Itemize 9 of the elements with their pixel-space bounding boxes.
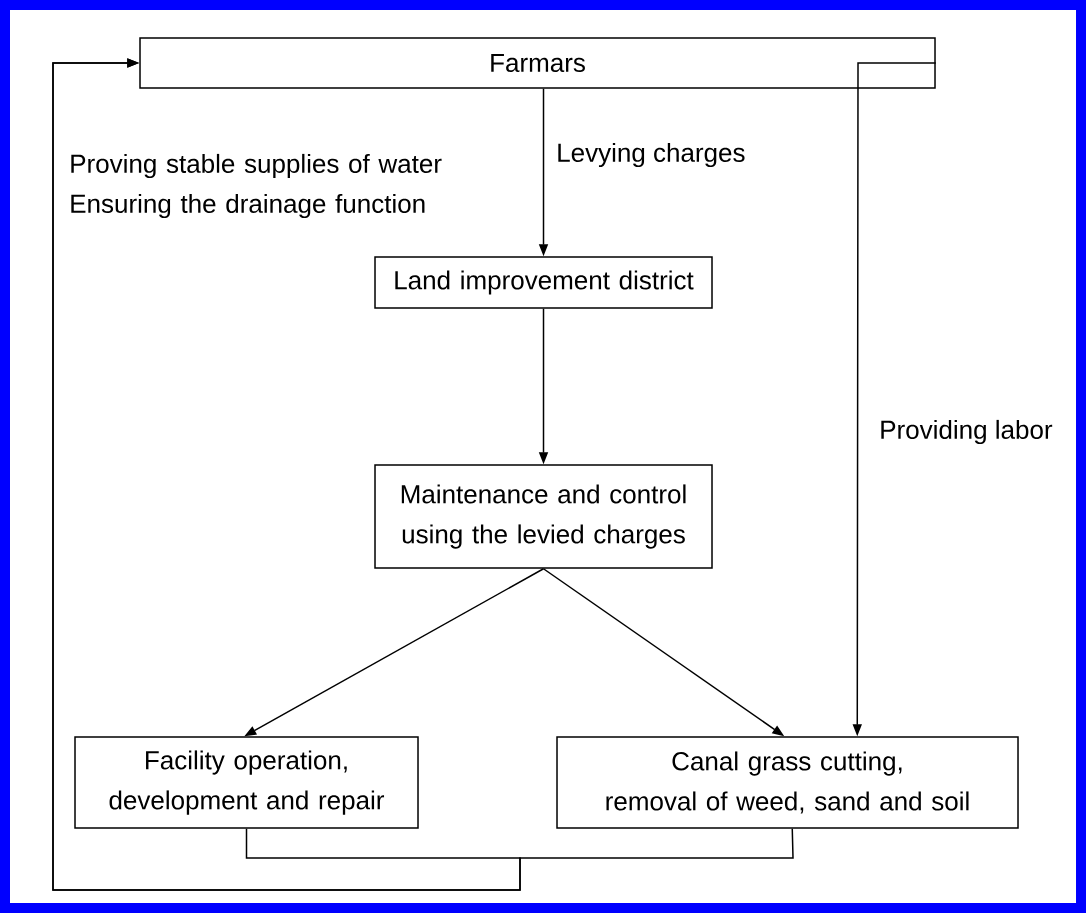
edge-label: Providing labor (881, 419, 1053, 445)
arrow (52, 58, 794, 891)
process-box: Land improvement district (374, 256, 713, 309)
edge-label: Levying charges (558, 142, 745, 168)
edge-label: Proving stable supplies of water Ensuring the drainage function (71, 153, 442, 219)
process-box: Farmars (139, 37, 936, 89)
process-box: Canal grass cutting, removal of weed, sand and soil (556, 736, 1019, 829)
process-box: Facility operation, development and repair (74, 736, 419, 829)
process-box: Maintenance and control using the levied charges (374, 464, 713, 569)
